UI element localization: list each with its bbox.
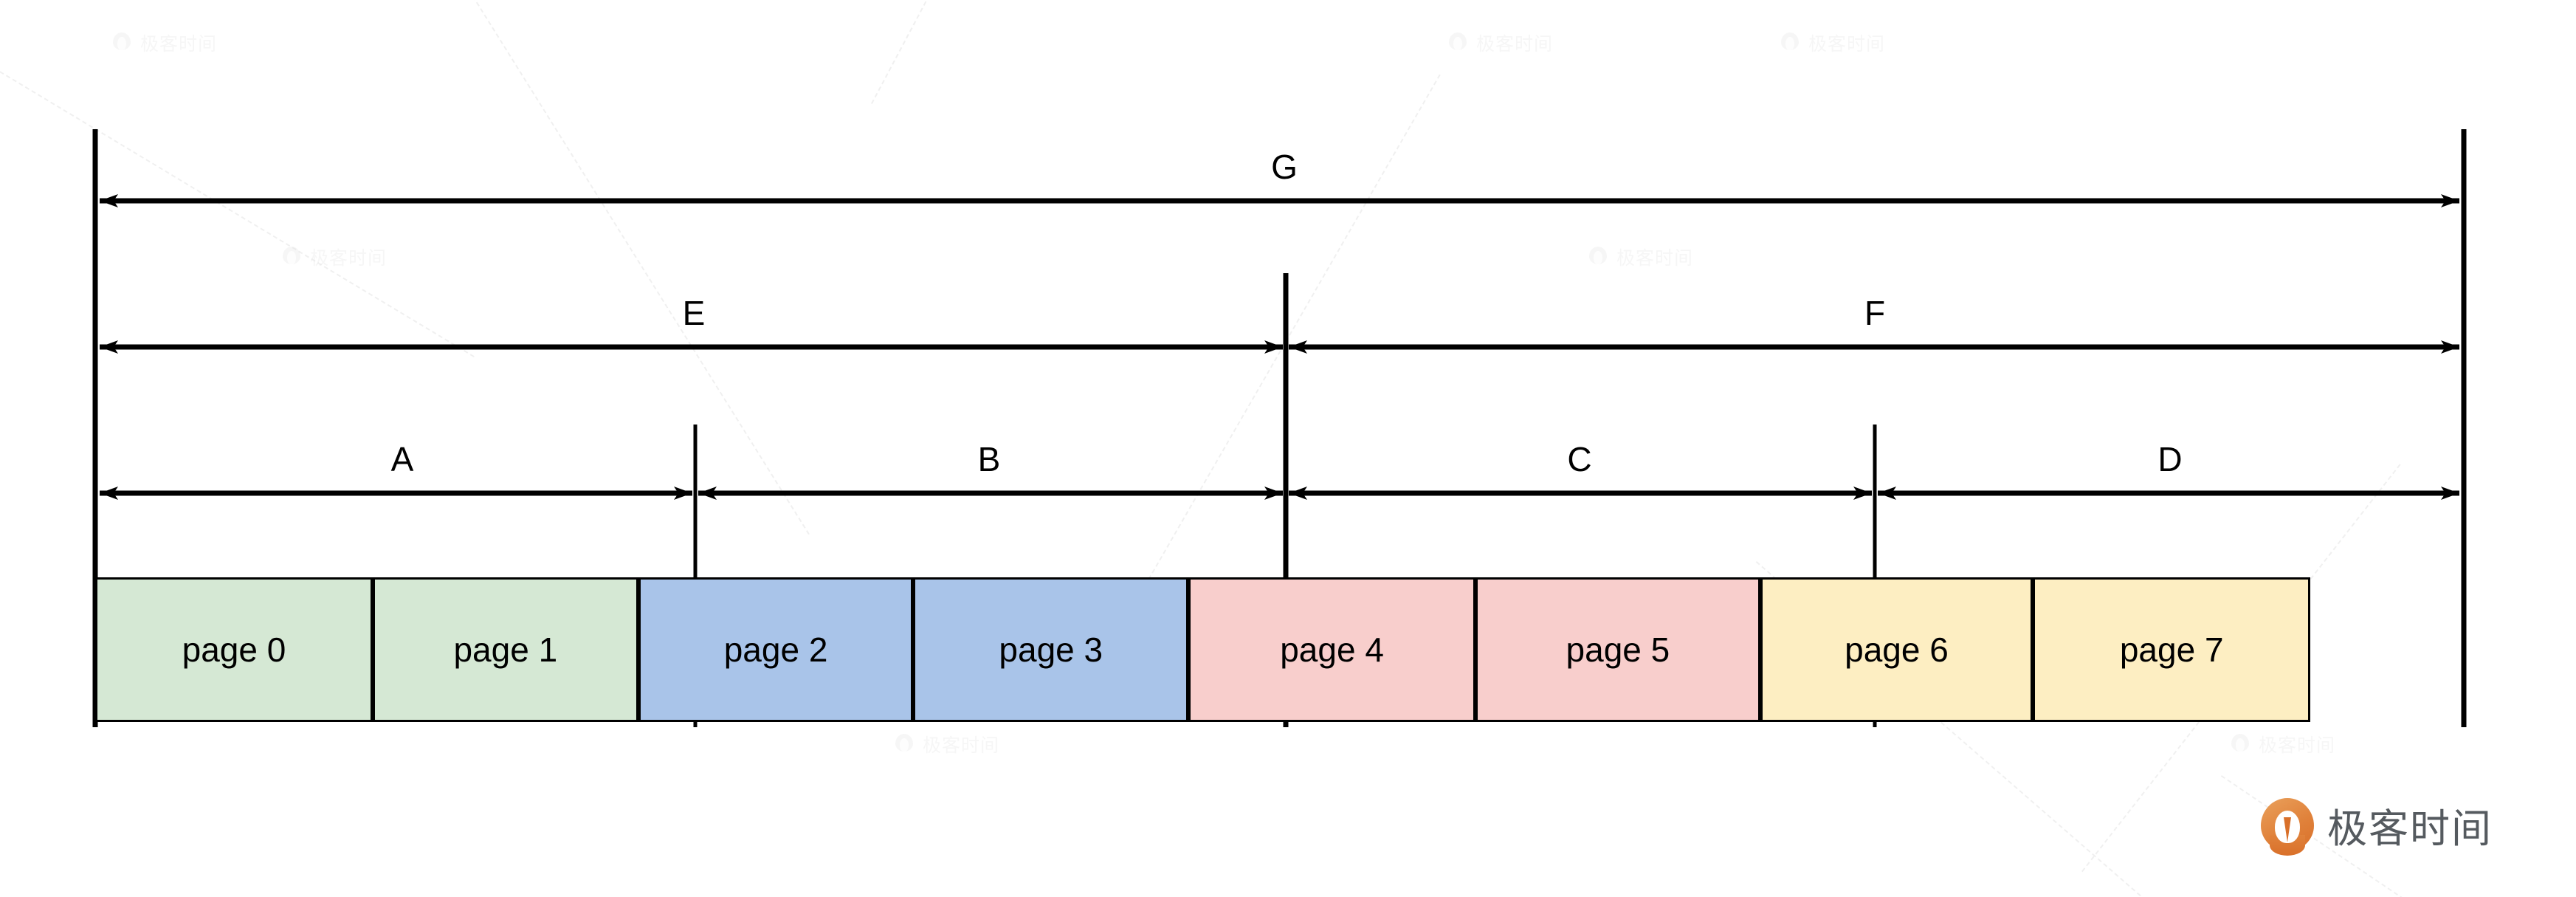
span-label-b: B [977, 440, 1001, 478]
page-block-label: page 7 [2119, 630, 2224, 669]
page-block: page 6 [1760, 577, 2033, 722]
page-block: page 2 [638, 577, 914, 722]
page-block-label: page 6 [1845, 630, 1949, 669]
brand-logo: 极客时间 [2261, 796, 2493, 856]
page-block: page 0 [95, 577, 373, 722]
page-block-label: page 2 [723, 630, 828, 669]
page-block-label: page 3 [999, 630, 1103, 669]
page-block-label: page 1 [453, 630, 558, 669]
geektime-pin-icon [2261, 797, 2314, 856]
page-block: page 5 [1475, 577, 1760, 722]
span-label-c: C [1567, 440, 1592, 478]
page-block: page 3 [913, 577, 1189, 722]
span-label-g: G [1271, 148, 1298, 186]
page-block-label: page 4 [1280, 630, 1384, 669]
span-label-d: D [2157, 440, 2183, 478]
page-block-label: page 5 [1566, 630, 1670, 669]
page-block: page 7 [2033, 577, 2311, 722]
page-block: page 1 [372, 577, 638, 722]
brand-name: 极客时间 [2327, 805, 2493, 852]
page-block: page 4 [1188, 577, 1476, 722]
span-label-f: F [1864, 294, 1886, 332]
span-label-a: A [390, 440, 414, 478]
span-label-e: E [682, 294, 706, 332]
page-block-label: page 0 [182, 630, 286, 669]
